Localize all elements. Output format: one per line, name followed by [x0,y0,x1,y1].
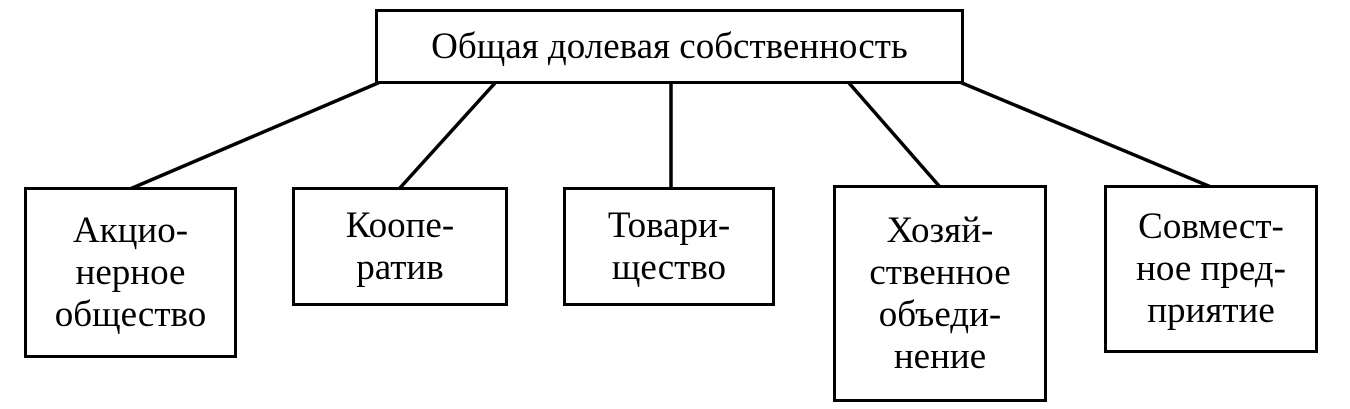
child-node-partnership: Товари- щество [563,187,775,306]
root-node-label: Общая долевая собственность [431,25,908,67]
child-node-joint-venture: Совмест- ное пред- приятие [1104,185,1318,353]
child-node-economic-association: Хозяй- ственное объеди- нение [833,185,1047,402]
child-node-joint-stock-company: Акцио- нерное общество [24,187,237,358]
child-node-label: Коопе- ратив [345,204,455,288]
child-node-cooperative: Коопе- ратив [292,187,508,306]
child-node-label: Акцио- нерное общество [54,209,207,335]
child-node-label: Совмест- ное пред- приятие [1136,206,1286,331]
edge-root-child-3 [847,81,942,189]
root-node: Общая долевая собственность [375,9,964,84]
child-node-label: Товари- щество [607,204,731,288]
child-node-label: Хозяй- ственное объеди- нение [869,209,1011,377]
edge-root-child-0 [128,81,380,191]
edge-root-child-1 [397,81,497,191]
edge-root-child-4 [960,81,1213,189]
